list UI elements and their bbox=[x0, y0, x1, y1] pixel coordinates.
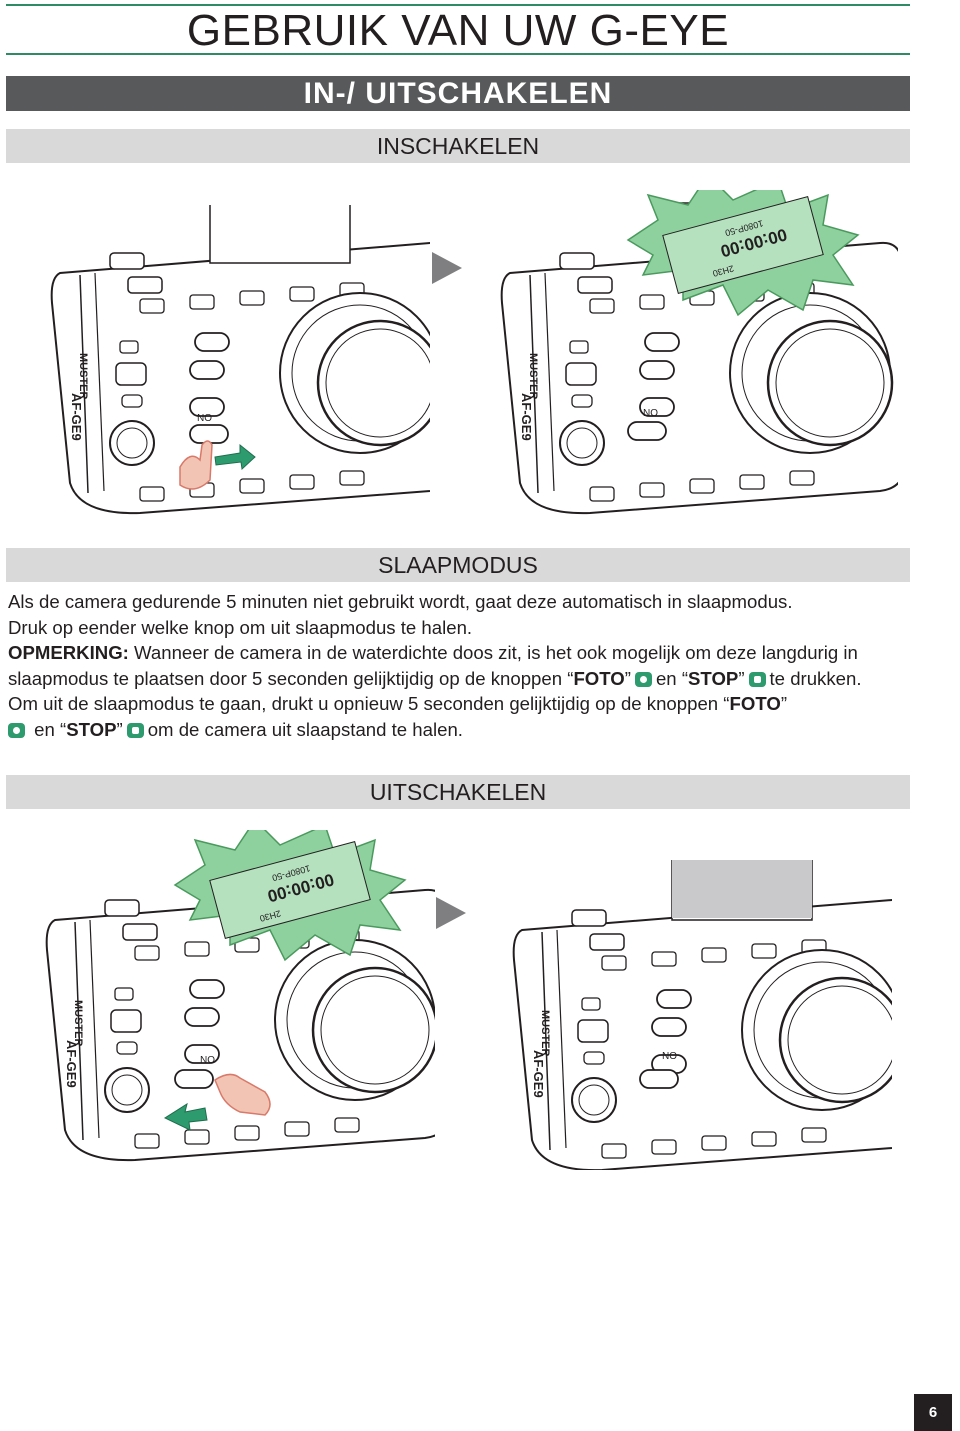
subsection-inschakelen: INSCHAKELEN bbox=[6, 129, 910, 163]
subsection-uitschakelen: UITSCHAKELEN bbox=[6, 775, 910, 809]
subsection-slaapmodus: SLAAPMODUS bbox=[6, 548, 910, 582]
camera-illustration-off: ON bbox=[50, 205, 430, 515]
paragraph: Als de camera gedurende 5 minuten niet g… bbox=[8, 591, 793, 612]
stop-button-icon bbox=[126, 722, 144, 738]
switch-on-label: ON bbox=[200, 1053, 215, 1064]
camera-illustration-on: 00:00:00 1080P-50 2H30 ON bbox=[500, 190, 898, 515]
slaapmodus-text: Als de camera gedurende 5 minuten niet g… bbox=[8, 589, 908, 742]
foto-button-icon bbox=[8, 722, 25, 738]
paragraph: Druk op eender welke knop om uit slaapmo… bbox=[8, 616, 473, 638]
camera-illustration-on-off: 00:00:00 1080P-50 2H30 ON bbox=[45, 830, 435, 1162]
step-arrow-icon bbox=[436, 897, 466, 929]
switch-on-label: ON bbox=[643, 406, 658, 417]
note-paragraph: OPMERKING: Wanneer de camera in de water… bbox=[8, 642, 862, 689]
foto-button-icon bbox=[634, 671, 652, 687]
section-header: IN-/ UITSCHAKELEN bbox=[6, 76, 910, 111]
lcd-screen-off bbox=[672, 860, 812, 918]
power-switch: ON bbox=[627, 406, 667, 441]
arrow-left-icon bbox=[163, 1102, 208, 1131]
finger-icon bbox=[179, 440, 213, 490]
finger-icon bbox=[214, 1073, 271, 1116]
top-rule bbox=[6, 4, 910, 6]
lcd-screen: 00:00:00 1080P-50 2H30 bbox=[627, 190, 859, 316]
camera-illustration-off-result: ON bbox=[512, 860, 892, 1170]
title-rule bbox=[6, 53, 910, 55]
page-title: GEBRUIK VAN UW G-EYE bbox=[186, 6, 730, 55]
note-label: OPMERKING: bbox=[8, 642, 129, 663]
switch-on-label: ON bbox=[662, 1049, 677, 1060]
arrow-right-icon bbox=[214, 443, 256, 471]
power-switch: ON bbox=[639, 1049, 679, 1089]
switch-on-label: ON bbox=[197, 411, 212, 422]
step-arrow-icon bbox=[432, 252, 462, 284]
page-number: 6 bbox=[914, 1394, 952, 1431]
stop-button-icon bbox=[748, 671, 766, 687]
wake-paragraph: Om uit de slaapmodus te gaan, drukt u op… bbox=[8, 693, 788, 740]
lcd-screen: 00:00:00 1080P-50 2H30 bbox=[174, 830, 406, 961]
power-switch: ON bbox=[174, 1053, 215, 1089]
